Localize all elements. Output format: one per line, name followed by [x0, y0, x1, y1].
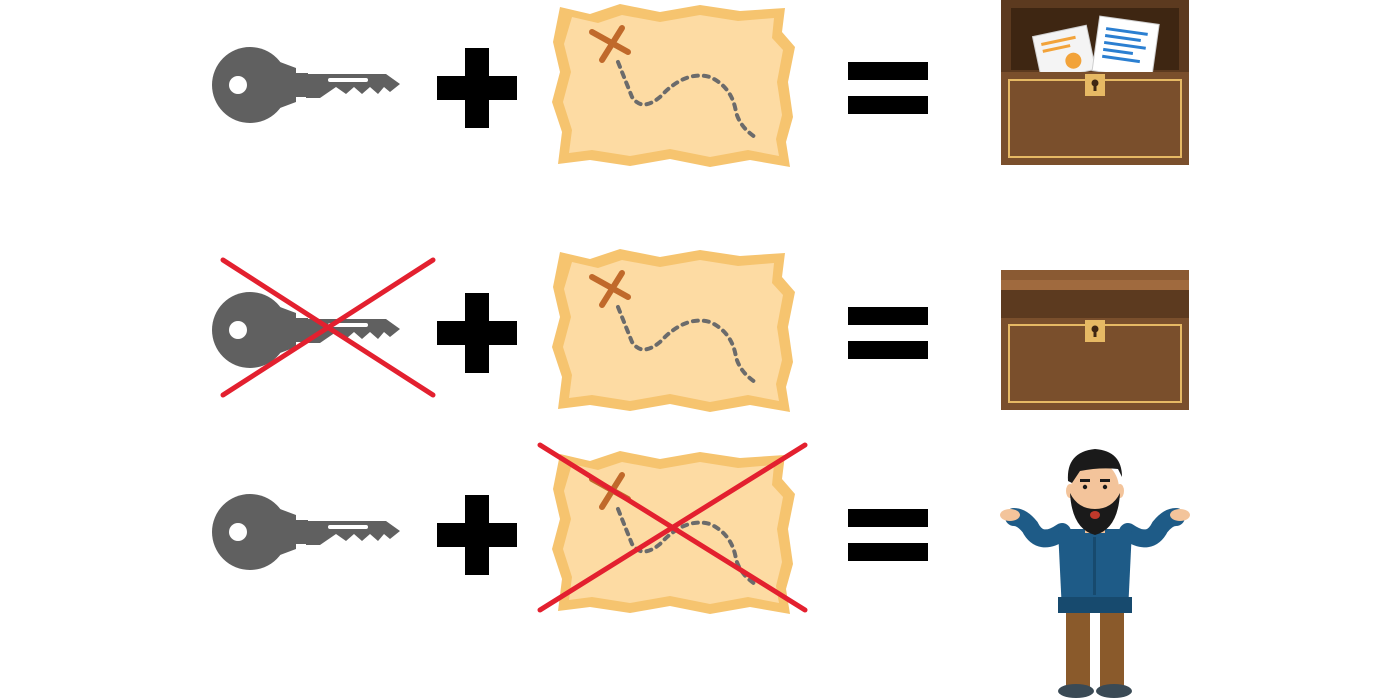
- key-icon: [210, 487, 410, 577]
- locked-chest-icon: [1001, 270, 1191, 410]
- treasure-map-icon: [550, 247, 800, 417]
- key-icon: [210, 40, 410, 130]
- cross-out-icon: [218, 255, 438, 400]
- plus-icon: [437, 48, 517, 128]
- equation-row-no-map: [0, 442, 1400, 698]
- plus-icon: [437, 293, 517, 373]
- plus-icon: [437, 495, 517, 575]
- equation-row-no-key: [0, 245, 1400, 478]
- confused-man-shrugging-icon: [1000, 447, 1190, 699]
- equals-icon: [848, 505, 928, 565]
- equals-icon: [848, 303, 928, 363]
- equation-row-key-and-map: [0, 0, 1400, 233]
- cross-out-icon: [535, 440, 810, 615]
- treasure-map-icon: [550, 2, 800, 172]
- equals-icon: [848, 58, 928, 118]
- open-chest-with-documents-icon: [1001, 0, 1191, 165]
